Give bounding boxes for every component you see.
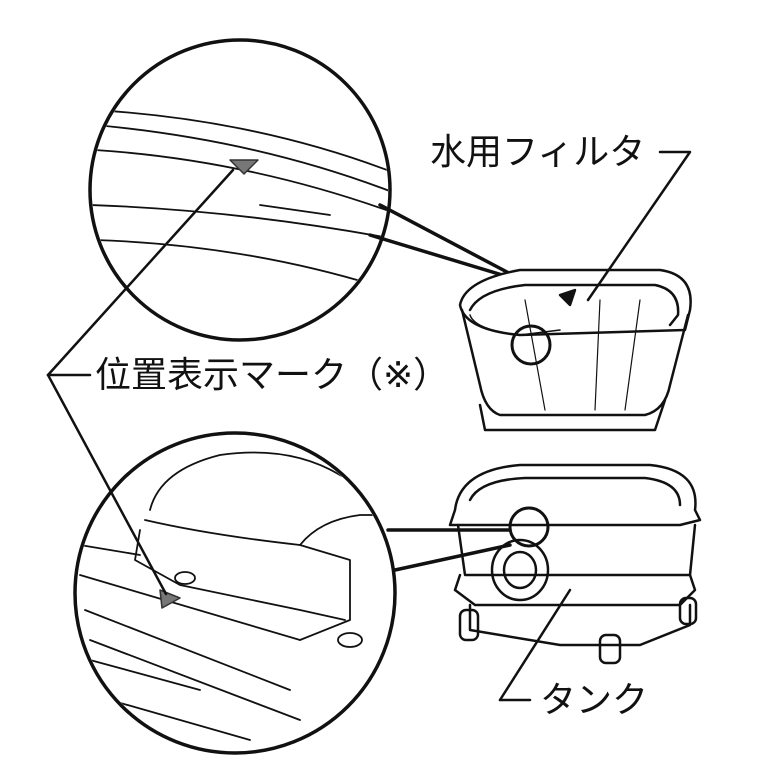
tank-detail-magnifier	[73, 431, 512, 755]
leader-lines	[46, 150, 692, 702]
tank-label: タンク	[540, 680, 649, 721]
water-filter-illustration	[458, 268, 692, 432]
water-filter-label: 水用フィルタ	[430, 132, 646, 173]
position-mark-label: 位置表示マーク（※）	[95, 355, 450, 396]
position-mark-triangle-top	[229, 159, 259, 175]
tank-illustration	[448, 463, 702, 665]
